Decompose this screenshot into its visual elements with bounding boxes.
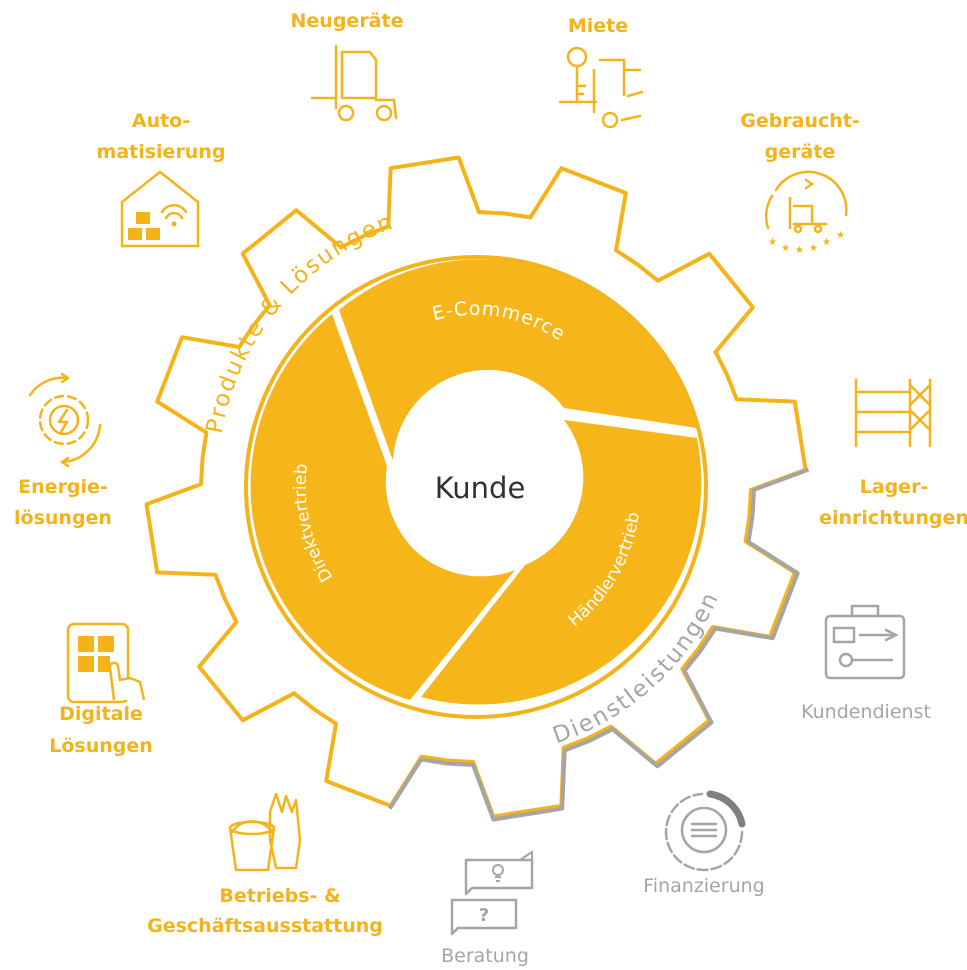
segment-direct bbox=[250, 314, 515, 700]
svg-text:★: ★ bbox=[781, 243, 790, 254]
automation-label-line2: matisierung bbox=[97, 141, 226, 163]
digital-group: Digitale Lösungen bbox=[49, 622, 153, 757]
digital-label-line2: Lösungen bbox=[49, 735, 153, 757]
storage-group: Lager- einrichtungen bbox=[819, 378, 967, 529]
customer-service-group: Kundendienst bbox=[801, 604, 931, 723]
operating-label-line2: Geschäftsausstattung bbox=[147, 915, 383, 937]
used-forklift-cycle-icon bbox=[764, 170, 848, 234]
svg-text:★: ★ bbox=[768, 237, 777, 248]
products-gear-outline bbox=[144, 155, 808, 819]
segment-ecommerce bbox=[339, 259, 697, 461]
storage-label-line1: Lager- bbox=[860, 476, 929, 498]
stars-icon: ★ ★ ★ ★ ★ ★ bbox=[768, 230, 845, 256]
new-equipment-label: Neugeräte bbox=[291, 10, 404, 32]
digital-label-line1: Digitale bbox=[59, 703, 143, 725]
bucket-glove-icon bbox=[228, 792, 302, 872]
rental-key-forklift-icon bbox=[558, 46, 644, 129]
automation-group: Auto- matisierung bbox=[97, 110, 226, 248]
customer-service-label: Kundendienst bbox=[801, 701, 931, 723]
used-label-line2: geräte bbox=[765, 141, 836, 163]
shelving-rack-icon bbox=[854, 378, 932, 448]
segment-dealer bbox=[421, 420, 702, 705]
toolbox-icon bbox=[824, 604, 906, 680]
energy-group: Energie- lösungen bbox=[14, 372, 112, 529]
services-gear-outline bbox=[388, 467, 810, 822]
consulting-label: Beratung bbox=[441, 945, 529, 967]
rental-group: Miete bbox=[558, 15, 644, 129]
energy-gear-bolt-icon bbox=[28, 372, 102, 468]
svg-text:★: ★ bbox=[809, 243, 818, 254]
customer-center-circle bbox=[388, 399, 564, 575]
svg-text:★: ★ bbox=[836, 230, 845, 241]
coin-stack-cycle-icon bbox=[664, 790, 746, 872]
used-label-line1: Gebraucht- bbox=[740, 110, 860, 132]
storage-label-line2: einrichtungen bbox=[819, 507, 967, 529]
tablet-touch-icon bbox=[66, 622, 146, 704]
smart-warehouse-icon bbox=[120, 170, 200, 248]
automation-label-line1: Auto- bbox=[132, 110, 190, 132]
center-label: Kunde bbox=[435, 471, 526, 505]
operating-equipment-group: Betriebs- & Geschäftsausstattung bbox=[147, 792, 383, 937]
forklift-icon bbox=[310, 44, 398, 122]
financing-label: Finanzierung bbox=[643, 875, 764, 897]
energy-label-line2: lösungen bbox=[14, 507, 112, 529]
svg-text:★: ★ bbox=[822, 237, 831, 248]
used-equipment-group: Gebraucht- geräte ★ ★ ★ ★ ★ ★ bbox=[740, 110, 860, 256]
speech-bubbles-icon: ? bbox=[450, 850, 534, 936]
new-equipment-group: Neugeräte bbox=[291, 10, 404, 122]
question-mark-glyph: ? bbox=[479, 905, 489, 926]
operating-label-line1: Betriebs- & bbox=[219, 885, 340, 907]
energy-label-line1: Energie- bbox=[18, 476, 108, 498]
consulting-group: Beratung ? bbox=[441, 850, 534, 967]
rental-label: Miete bbox=[568, 15, 628, 37]
financing-group: Finanzierung bbox=[643, 790, 765, 897]
svg-text:★: ★ bbox=[795, 245, 804, 256]
